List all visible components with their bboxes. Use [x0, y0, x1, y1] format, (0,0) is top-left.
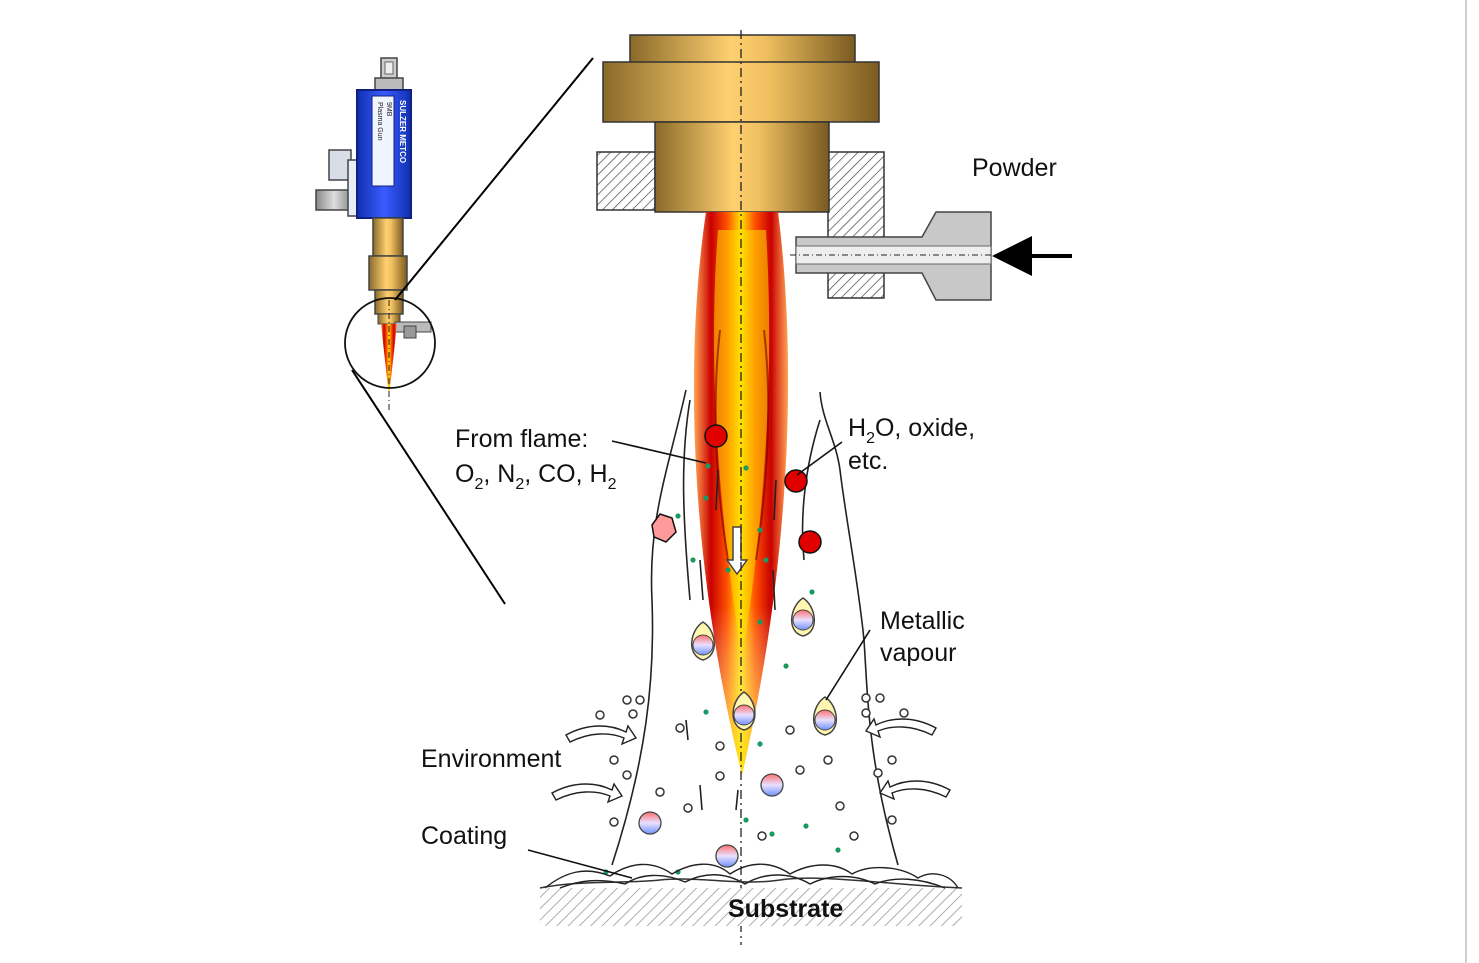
- metallic-vapour-leader: [825, 629, 871, 701]
- plasma-gun-inset: SULZER METCO 9MB Plasma Gun: [315, 57, 436, 410]
- substrate: [539, 877, 963, 926]
- from-flame-leader: [611, 440, 707, 464]
- label-substrate: Substrate: [728, 895, 843, 923]
- powder-injector: [790, 211, 1072, 301]
- gun-model-text: 9MB: [385, 102, 392, 117]
- label-from-flame: From flame:: [455, 425, 588, 453]
- label-vapour: vapour: [880, 639, 956, 667]
- molten-droplets: [638, 773, 784, 868]
- red-particles: [651, 424, 822, 554]
- label-metallic: Metallic: [880, 607, 965, 635]
- h2o-leader: [796, 441, 843, 476]
- zoom-circle: [344, 297, 436, 389]
- vapour-shelled-particles: [691, 597, 837, 736]
- zoom-line-top: [394, 57, 594, 301]
- environment-flow-arrows: [551, 717, 951, 804]
- label-h2o-oxide: H2O, oxide,: [848, 414, 975, 447]
- zoom-line-bottom: [351, 369, 506, 605]
- label-powder: Powder: [972, 154, 1057, 182]
- coating-layer: [544, 863, 959, 889]
- plume-streaks: [685, 469, 777, 811]
- label-flame-gases: O2, N2, CO, H2: [455, 460, 617, 493]
- gun-type-text: Plasma Gun: [376, 102, 383, 141]
- gas-species-dots: [603, 463, 841, 875]
- environment-bubbles: [595, 693, 909, 841]
- label-coating: Coating: [421, 822, 507, 850]
- label-etc: etc.: [848, 447, 888, 475]
- label-environment: Environment: [421, 745, 561, 773]
- leader-lines: [527, 440, 871, 879]
- gun-brand-text: SULZER METCO: [398, 100, 407, 163]
- coating-leader: [527, 849, 633, 879]
